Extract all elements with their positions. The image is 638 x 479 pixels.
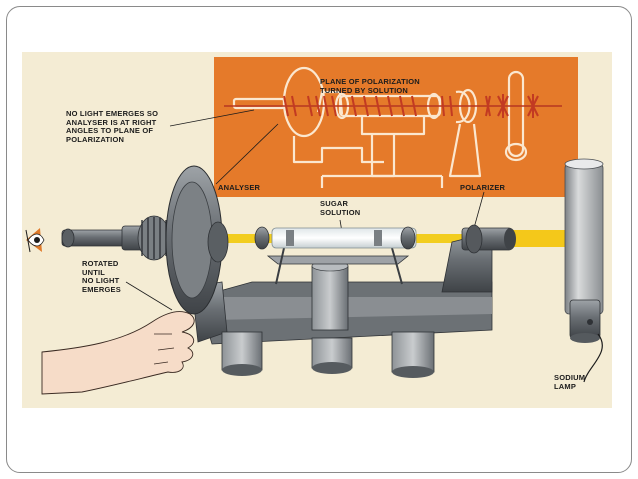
analyser	[61, 165, 229, 315]
label-plane-turned: PLANE OF POLARIZATION TURNED BY SOLUTION	[320, 77, 420, 95]
polarimeter-figure: PLANE OF POLARIZATION TURNED BY SOLUTION…	[22, 52, 612, 408]
lamp-beam	[502, 230, 572, 247]
inset-polarization-marks	[283, 94, 539, 118]
hand	[41, 311, 195, 395]
eye-icon	[25, 228, 45, 253]
label-no-light: NO LIGHT EMERGES SO ANALYSER IS AT RIGHT…	[66, 109, 159, 144]
label-polarizer: POLARIZER	[460, 183, 506, 192]
label-analyser: ANALYSER	[218, 183, 261, 192]
label-sodium-lamp: SODIUM LAMP	[554, 373, 586, 391]
sugar-solution-tube	[254, 226, 417, 250]
polarimeter-diagram	[22, 52, 612, 408]
polarizer	[461, 224, 516, 254]
stand	[191, 231, 493, 378]
label-rotated: ROTATED UNTIL NO LIGHT EMERGES	[82, 259, 121, 294]
sodium-lamp	[564, 158, 604, 383]
label-sugar-solution: SUGAR SOLUTION	[320, 199, 361, 217]
